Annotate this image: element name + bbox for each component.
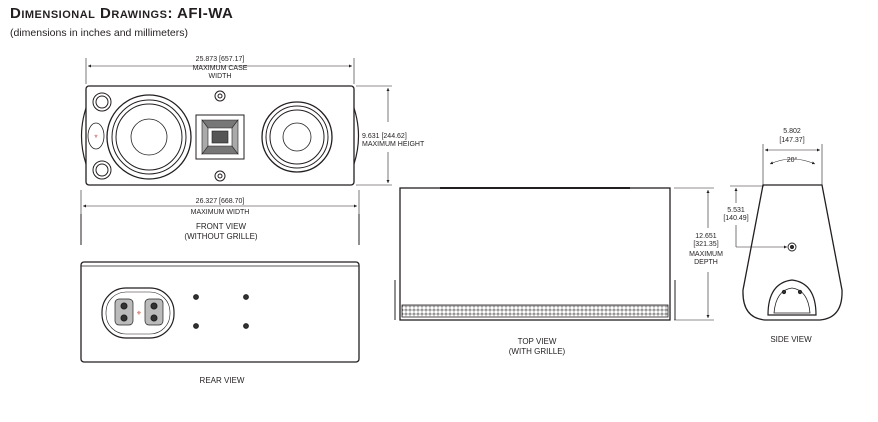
top-cabinet <box>399 187 671 321</box>
side-width-value-1: 5.802 <box>783 128 801 135</box>
front-view: ⚜ <box>80 58 392 245</box>
front-view-label-1: FRONT VIEW <box>196 222 247 231</box>
height-label: MAXIMUM HEIGHT <box>362 141 425 148</box>
side-cabinet <box>742 184 843 321</box>
svg-text:⚜: ⚜ <box>136 310 141 317</box>
side-view-label: SIDE VIEW <box>770 335 812 344</box>
grille <box>401 304 669 318</box>
depth-value-2: [321.35] <box>693 241 718 248</box>
logo-mark: ⚜ <box>94 134 98 140</box>
binding-post-left-icon <box>114 298 134 326</box>
height-value: 9.631 [244.62] <box>362 133 407 140</box>
width-label: MAXIMUM WIDTH <box>191 209 250 216</box>
case-width-label-1: MAXIMUM CASE <box>193 65 248 72</box>
woofer-left-icon <box>106 94 192 180</box>
side-angle-label: 20° <box>787 156 798 164</box>
mount-value-2: [140.49] <box>723 215 748 222</box>
side-width-value-2: [147.37] <box>779 137 804 144</box>
rear-view-label: REAR VIEW <box>200 376 245 385</box>
front-cabinet <box>85 85 355 186</box>
depth-label-1: MAXIMUM <box>689 251 723 258</box>
tweeter-horn-icon <box>195 90 245 182</box>
mount-value-1: 5.531 <box>727 207 745 214</box>
binding-post-right-icon <box>144 298 164 326</box>
top-view-label-1: TOP VIEW <box>518 337 557 346</box>
rear-cabinet <box>80 261 360 363</box>
rear-view: ⚜ <box>80 261 360 363</box>
case-width-value: 25.873 [657.17] <box>196 56 245 63</box>
side-view <box>730 144 843 321</box>
depth-value-1: 12.651 <box>695 233 717 240</box>
width-value: 26.327 [668.70] <box>196 198 245 205</box>
front-view-label-2: (WITHOUT GRILLE) <box>184 232 258 241</box>
woofer-right-icon <box>261 101 333 173</box>
page-title: Dimensional Drawings: AFI-WA <box>10 5 234 22</box>
terminal-plate <box>101 287 175 339</box>
depth-label-2: DEPTH <box>694 259 718 266</box>
top-view <box>394 187 714 321</box>
page-subtitle: (dimensions in inches and millimeters) <box>10 27 188 39</box>
top-view-label-2: (WITH GRILLE) <box>509 347 566 356</box>
case-width-label-2: WIDTH <box>209 73 232 80</box>
